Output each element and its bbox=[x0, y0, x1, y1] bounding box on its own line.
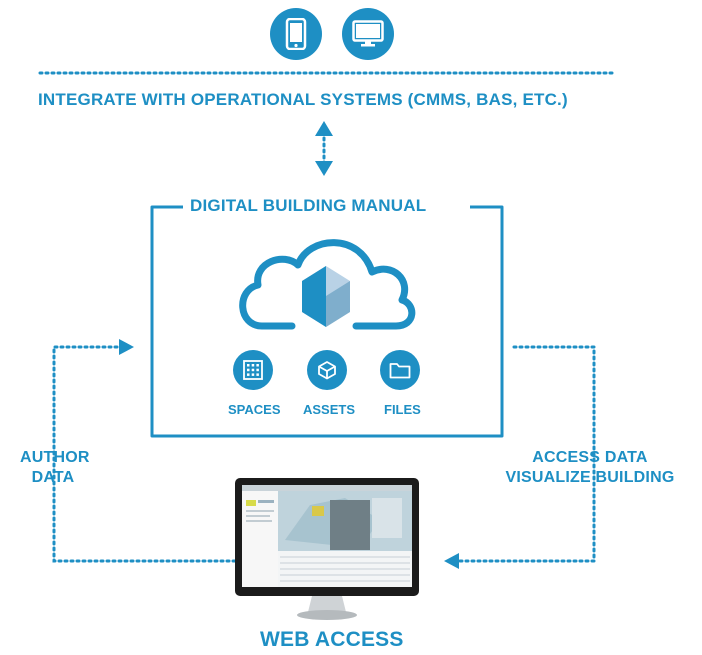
web-access-label: WEB ACCESS bbox=[260, 628, 404, 651]
web-monitor bbox=[235, 478, 419, 620]
manual-title: DIGITAL BUILDING MANUAL bbox=[190, 196, 427, 215]
manual-frame bbox=[150, 205, 504, 438]
mobile-phone-icon bbox=[270, 8, 322, 60]
author-line-2: DATA bbox=[31, 469, 75, 486]
assets-label: ASSETS bbox=[303, 402, 356, 417]
spaces-label: SPACES bbox=[228, 402, 281, 417]
access-data-arrow bbox=[444, 345, 596, 569]
access-data-label: ACCESS DATA VISUALIZE BUILDING bbox=[490, 448, 690, 488]
cloud-icon bbox=[239, 239, 416, 330]
double-arrow-icon bbox=[315, 121, 333, 176]
desktop-monitor-icon bbox=[342, 8, 394, 60]
access-line-1: ACCESS DATA bbox=[532, 449, 648, 466]
author-data-label: AUTHOR DATA bbox=[20, 448, 90, 488]
cube-logo-icon bbox=[302, 266, 350, 327]
box-icon bbox=[307, 350, 347, 390]
access-line-2: VISUALIZE BUILDING bbox=[505, 469, 675, 486]
folder-icon bbox=[380, 350, 420, 390]
files-label: FILES bbox=[384, 402, 421, 417]
author-data-arrow bbox=[52, 339, 249, 563]
grid-icon bbox=[233, 350, 273, 390]
integrate-label: INTEGRATE WITH OPERATIONAL SYSTEMS (CMMS… bbox=[38, 90, 568, 109]
author-line-1: AUTHOR bbox=[20, 449, 90, 466]
